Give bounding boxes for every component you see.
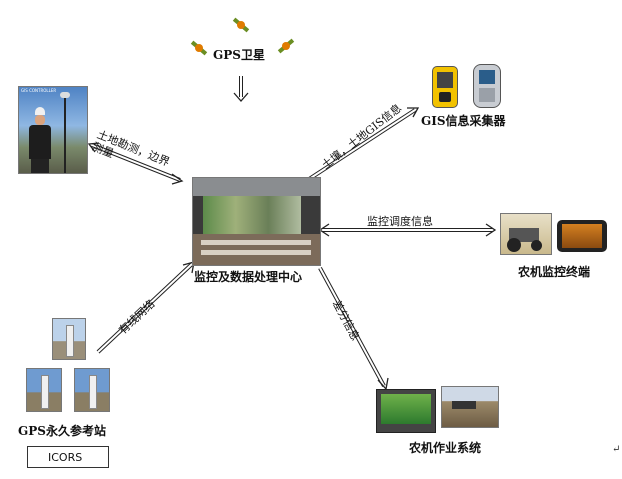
return-mark: ↵ xyxy=(612,444,621,455)
center-label: 监控及数据处理中心 xyxy=(194,270,303,284)
operation-display-icon xyxy=(376,389,436,433)
gps-reference-station-label: GPS永久参考站 xyxy=(18,424,106,438)
gis-handheld-icon xyxy=(432,66,458,108)
satellite-down-arrow xyxy=(233,76,249,102)
satellite-icon xyxy=(275,35,297,57)
gps-satellite-label: GPS卫星 xyxy=(213,48,265,62)
monitor-terminal-icon xyxy=(557,220,607,252)
farm-monitor-terminal-label: 农机监控终端 xyxy=(518,265,591,279)
satellite-icon xyxy=(230,14,252,36)
survey-arrow xyxy=(87,142,184,185)
satellite-icon xyxy=(188,37,210,59)
tractor-photo xyxy=(500,213,552,255)
farm-operation-system-label: 农机作业系统 xyxy=(409,441,482,455)
gis-info-arrow xyxy=(301,107,420,185)
reference-station-photo xyxy=(52,318,86,360)
dispatch-edge-label: 监控调度信息 xyxy=(367,215,433,228)
reference-station-photo xyxy=(74,368,110,412)
gis-collector-label: GIS信息采集器 xyxy=(421,114,506,128)
icors-box: ICORS xyxy=(27,446,109,468)
surveyor-photo: GIS CONTROLLER xyxy=(18,86,88,174)
control-center-photo xyxy=(192,177,321,266)
field-operation-photo xyxy=(441,386,499,428)
gps-receiver-icon xyxy=(473,64,501,108)
reference-station-photo xyxy=(26,368,62,412)
photo-caption: GIS CONTROLLER xyxy=(21,88,57,93)
